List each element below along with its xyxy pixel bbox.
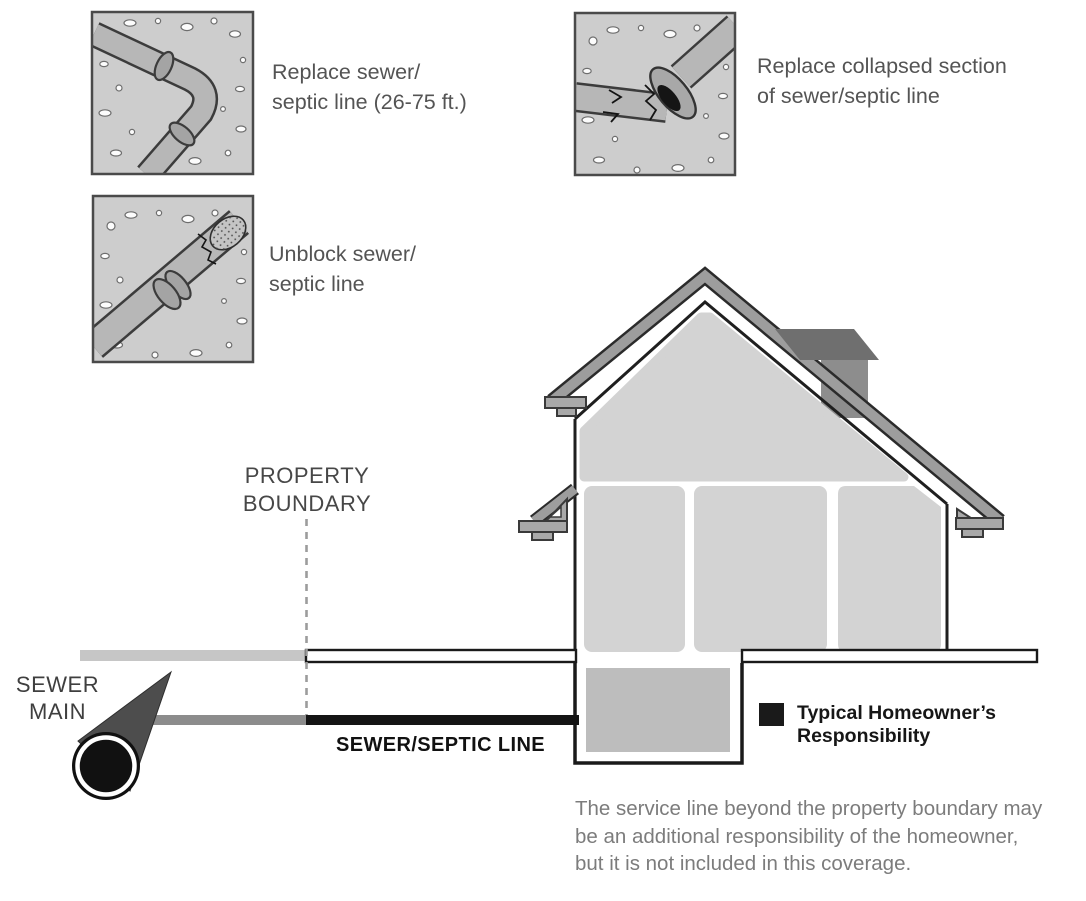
- yard-ground-left: [304, 648, 578, 664]
- callout-line: septic line: [269, 272, 365, 296]
- service-line-street-side: [146, 715, 306, 725]
- inset-border: [90, 10, 255, 176]
- attic-room: [579, 312, 909, 482]
- ceiling-line: [573, 300, 948, 506]
- eave-bracket-right: [955, 507, 1004, 538]
- callout-line: of sewer/septic line: [757, 84, 940, 108]
- legend-swatch: [759, 703, 784, 726]
- sewer-septic-line-covered: [306, 715, 579, 725]
- ground-and-lines: [72, 519, 1039, 800]
- pipe-coupling: [152, 277, 182, 311]
- pipe-coupling: [168, 121, 196, 147]
- callout-replace-line: Replace sewer/ septic line (26-75 ft.): [272, 57, 467, 117]
- callout-line: Unblock sewer/: [269, 242, 416, 266]
- break-edge: [644, 84, 658, 121]
- pipe-upper: [672, 17, 735, 87]
- room-middle: [694, 486, 827, 652]
- roof-band: [548, 269, 1004, 525]
- callout-line: Replace collapsed section: [757, 54, 1007, 78]
- callout-line: septic line (26-75 ft.): [272, 90, 467, 114]
- basement-room: [586, 668, 730, 752]
- street-ground-strip: [80, 650, 306, 661]
- sewer-main-pipe-end: [72, 732, 140, 800]
- eave-bracket-lower-left: [518, 496, 568, 541]
- house-cross-section: [518, 266, 1005, 765]
- property-boundary-label: PROPERTY BOUNDARY: [242, 463, 372, 516]
- pipe-coupling: [153, 50, 175, 82]
- inset-unblock-illustration: [91, 194, 255, 364]
- crack-lines: [602, 89, 623, 123]
- chimney-cap: [775, 329, 879, 360]
- inset-border: [91, 194, 255, 364]
- sewer-septic-line-label: SEWER/SEPTIC LINE: [336, 734, 546, 756]
- inset-replace-line-illustration: [90, 10, 255, 176]
- room-right: [838, 486, 941, 652]
- sewer-main-label: SEWER MAIN: [15, 672, 100, 724]
- callout-line: Replace sewer/: [272, 60, 421, 84]
- coverage-note: The service line beyond the property bou…: [575, 797, 1043, 875]
- cut-edge: [197, 233, 217, 265]
- pipe-opening-shadow: [657, 84, 681, 112]
- eave-bracket-upper-left: [544, 396, 587, 417]
- inset-replace-collapsed-illustration: [573, 11, 737, 177]
- callout-unblock: Unblock sewer/ septic line: [269, 239, 416, 299]
- yard-ground-right: [740, 648, 1039, 664]
- clog-texture: [210, 216, 246, 250]
- sewer-main-pipe-rim: [75, 735, 137, 797]
- pent-roof: [531, 485, 578, 525]
- callout-replace-collapsed: Replace collapsed section of sewer/septi…: [757, 51, 1007, 111]
- basement-outline: [573, 663, 744, 765]
- legend-label: Typical Homeowner’s Responsibility: [797, 702, 997, 747]
- pipe-elbow: [92, 24, 216, 174]
- inset-border: [573, 11, 737, 177]
- room-left: [584, 486, 685, 652]
